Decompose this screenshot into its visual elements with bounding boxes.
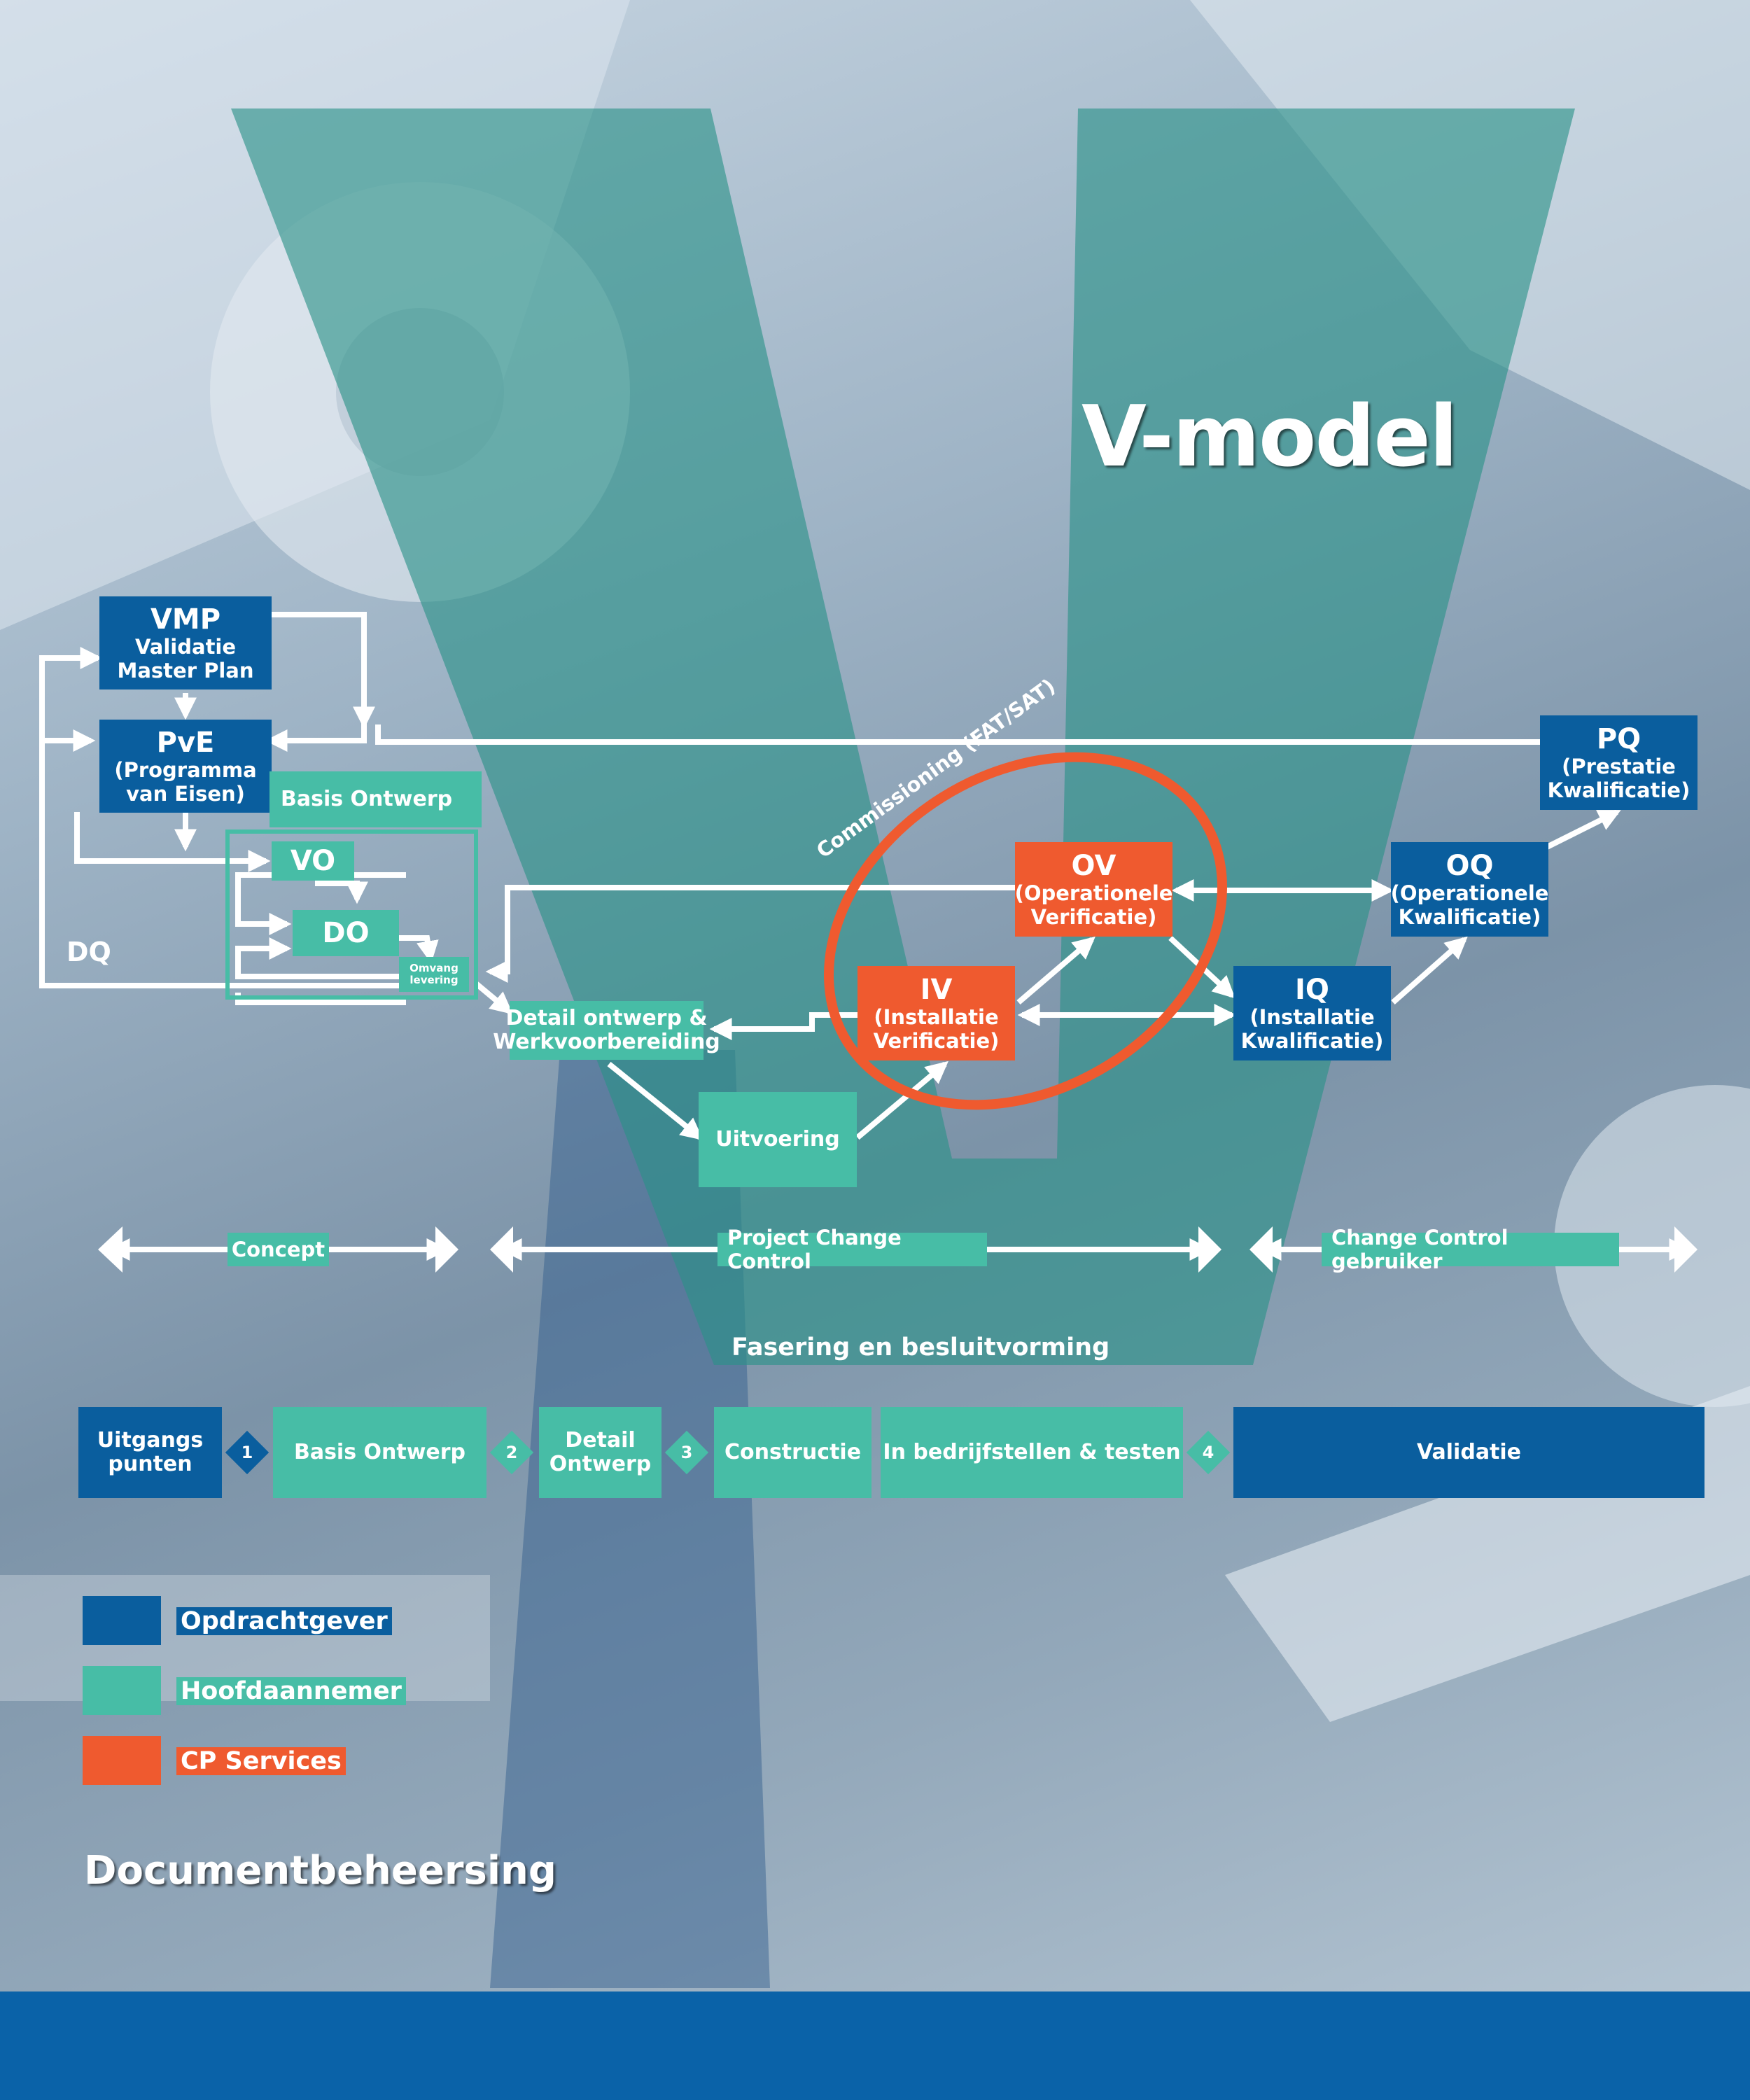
iq-title: IQ — [1295, 974, 1329, 1007]
vo-box: VO — [272, 841, 354, 881]
gate-3-number: 3 — [680, 1443, 693, 1462]
pq-subtitle: (Prestatie Kwalificatie) — [1547, 755, 1690, 802]
iq-subtitle: (Installatie Kwalificatie) — [1240, 1005, 1384, 1053]
ov-subtitle: (Operationele Verificatie) — [1014, 881, 1173, 929]
do-box: DO — [293, 910, 399, 956]
legend-label-opdrachtgever: Opdrachtgever — [176, 1607, 392, 1635]
vmp-subtitle: Validatie Master Plan — [117, 635, 254, 682]
dq-label: DQ — [66, 937, 111, 967]
legend-swatch-cp-services — [83, 1736, 161, 1785]
omvang-levering-box: Omvang levering — [399, 957, 469, 992]
ov-title: OV — [1071, 850, 1116, 883]
change-control-gebruiker-label: Change Control gebruiker — [1322, 1226, 1619, 1273]
vmp-box: VMP Validatie Master Plan — [99, 596, 272, 690]
fasering-title: Fasering en besluitvorming — [732, 1334, 1110, 1362]
pve-box: PvE (Programma van Eisen) — [99, 720, 272, 813]
iq-box: IQ (Installatie Kwalificatie) — [1233, 966, 1391, 1060]
gate-4-number: 4 — [1202, 1443, 1214, 1462]
ov-box: OV (Operationele Verificatie) — [1015, 842, 1172, 937]
oq-title: OQ — [1446, 850, 1494, 883]
iv-title: IV — [920, 974, 953, 1007]
legend-label-hoofdaannemer: Hoofdaannemer — [176, 1677, 406, 1705]
phase-basis-ontwerp: Basis Ontwerp — [273, 1407, 486, 1498]
legend-label-cp-services: CP Services — [176, 1747, 346, 1775]
phase-uitgangspunten: Uitgangs punten — [78, 1407, 222, 1498]
pq-title: PQ — [1596, 723, 1642, 756]
gate-2-number: 2 — [505, 1443, 518, 1462]
iv-box: IV (Installatie Verificatie) — [858, 966, 1015, 1060]
documentbeheersing-heading: Documentbeheersing — [84, 1848, 556, 1893]
gate-1-number: 1 — [241, 1443, 253, 1462]
pve-subtitle: (Programma van Eisen) — [114, 758, 257, 806]
oq-subtitle: (Operationele Kwalificatie) — [1390, 881, 1549, 929]
vmp-title: VMP — [150, 603, 221, 636]
detail-ontwerp-box: Detail ontwerp & Werkvoorbereiding — [493, 1001, 720, 1060]
legend-swatch-hoofdaannemer — [83, 1666, 161, 1715]
phase-validatie: Validatie — [1233, 1407, 1704, 1498]
oq-box: OQ (Operationele Kwalificatie) — [1391, 842, 1548, 937]
concept-label: Concept — [227, 1233, 329, 1266]
page-title: V-model — [1082, 388, 1458, 486]
phase-constructie: Constructie — [714, 1407, 872, 1498]
basis-ontwerp-box: Basis Ontwerp — [270, 771, 482, 827]
phase-detail-ontwerp: Detail Ontwerp — [539, 1407, 662, 1498]
iv-subtitle: (Installatie Verificatie) — [873, 1005, 1000, 1053]
legend-swatch-opdrachtgever — [83, 1596, 161, 1645]
pve-title: PvE — [156, 727, 215, 760]
project-change-control-label: Project Change Control — [718, 1226, 987, 1273]
pq-box: PQ (Prestatie Kwalificatie) — [1540, 715, 1698, 810]
footer-bar — [0, 1991, 1750, 2100]
uitvoering-box: Uitvoering — [699, 1092, 857, 1187]
phase-in-bedrijfstellen: In bedrijfstellen & testen — [881, 1407, 1183, 1498]
